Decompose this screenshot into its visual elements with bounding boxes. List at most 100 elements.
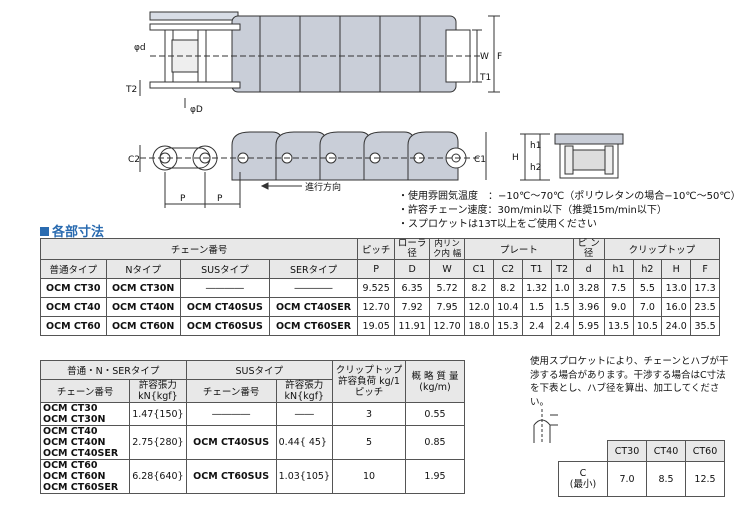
cell-ser: ―――― — [268, 278, 359, 298]
th-inner: 内リンク内 幅 — [429, 238, 466, 260]
th-clip: クリップトップ — [603, 238, 721, 260]
dim-F-label: F — [497, 52, 502, 62]
c-table-corner — [558, 440, 608, 462]
cell-val: 15.3 — [492, 316, 523, 336]
table-row: OCM CT60 OCM CT60N OCM CT60SER 6.28{640}… — [39, 459, 465, 494]
th-type-sus: SUSタイプ — [179, 259, 270, 279]
cell-val: 1.5 — [521, 297, 552, 317]
chain-name: OCM CT40SER — [43, 448, 119, 459]
dim-phi-d-label: φd — [134, 43, 146, 53]
dim-C1-label: C1 — [474, 155, 486, 165]
cell-load: 5 — [332, 425, 406, 460]
cell-val: 19.05 — [357, 316, 396, 336]
dim-h2-label: h2 — [530, 163, 541, 173]
chain-name: OCM CT60SER — [43, 482, 119, 493]
cell-c-ct40: 8.5 — [646, 461, 686, 497]
cell-mass: 0.55 — [405, 402, 465, 426]
cell-val: 9.0 — [603, 297, 634, 317]
cell-std: OCM CT40 — [40, 297, 107, 317]
cell-sus-tension: ―― — [275, 402, 334, 426]
spec-table: 普通・N・SERタイプ SUSタイプ クリップトップ許容負荷 kg/1ピッチ 概… — [39, 360, 465, 494]
th-sub-D: D — [394, 259, 431, 279]
th-group-normal: 普通・N・SERタイプ — [40, 360, 187, 380]
cell-n: OCM CT30N — [105, 278, 181, 298]
cell-val: 16.0 — [661, 297, 692, 317]
cell-sus: OCM CT60SUS — [179, 316, 270, 336]
cell-val: 10.5 — [632, 316, 663, 336]
th-sub-P: P — [357, 259, 396, 279]
cell-sus-name: OCM CT40SUS — [185, 425, 277, 460]
chain-name: OCM CT40N — [43, 437, 106, 448]
table-row: OCM CT30 OCM CT30N 1.47{150} ―――― ―― 3 0… — [39, 402, 465, 426]
th-sub-T1: T1 — [521, 259, 552, 279]
cell-val: 1.32 — [521, 278, 552, 298]
cell-sus-tension: 1.03{105} — [275, 459, 334, 494]
th-sub-h1: h1 — [603, 259, 634, 279]
c-row-label: C (最小) — [558, 461, 608, 497]
section-title-text: 各部寸法 — [52, 225, 105, 240]
chain-technical-drawing: φd φD W F T1 T2 C2 C1 H h1 h2 P P 進行方向 — [125, 11, 624, 208]
cell-ser: OCM CT60SER — [268, 316, 359, 336]
th-ct40: CT40 — [646, 440, 686, 462]
cell-val: 8.2 — [492, 278, 523, 298]
cell-val: 35.5 — [690, 316, 720, 336]
c-min-table: CT30 CT40 CT60 C (最小) 7.0 8.5 12.5 — [558, 440, 725, 497]
table-row: OCM CT40 OCM CT40N OCM CT40SER 2.75{280}… — [39, 425, 465, 460]
cell-load: 10 — [332, 459, 406, 494]
cell-tension: 6.28{640} — [129, 459, 187, 494]
cell-val: 7.95 — [429, 297, 466, 317]
th-sub-W: W — [429, 259, 466, 279]
cell-n: OCM CT60N — [105, 316, 181, 336]
cell-val: 3.96 — [572, 297, 605, 317]
cell-sus: ―――― — [179, 278, 270, 298]
section-title: 各部寸法 — [40, 221, 104, 240]
table-row: OCM CT40 OCM CT40N OCM CT40SUS OCM CT40S… — [40, 297, 720, 317]
cell-val: 7.92 — [394, 297, 431, 317]
th-sub-F: F — [690, 259, 720, 279]
dim-phi-D-label: φD — [190, 105, 203, 115]
cell-load: 3 — [332, 402, 406, 426]
dim-T1-label: T1 — [479, 73, 491, 83]
cell-c-ct30: 7.0 — [607, 461, 647, 497]
cell-val: 17.3 — [690, 278, 720, 298]
cell-val: 24.0 — [661, 316, 692, 336]
table-row: OCM CT30 OCM CT30N ―――― ―――― 9.525 6.35 … — [40, 278, 720, 298]
cell-val: 13.0 — [661, 278, 692, 298]
usage-notes: ・使用雰囲気温度 ：−10℃～70℃（ポリウレタンの場合−10℃～50℃） ・許… — [398, 190, 741, 232]
cell-ser: OCM CT40SER — [268, 297, 359, 317]
cell-val: 11.91 — [394, 316, 431, 336]
cell-tension: 2.75{280} — [129, 425, 187, 460]
chain-name: OCM CT30 — [43, 403, 98, 414]
cell-mass: 0.85 — [405, 425, 465, 460]
th-clip-load: クリップトップ許容負荷 kg/1ピッチ — [332, 360, 406, 403]
dim-W-label: W — [480, 52, 489, 62]
th-pin: ピ ン 径 — [572, 238, 605, 260]
cell-mass: 1.95 — [405, 459, 465, 494]
cell-val: 18.0 — [464, 316, 494, 336]
th-pitch: ピッチ — [357, 238, 396, 260]
cell-val: 10.4 — [492, 297, 523, 317]
cell-val: 23.5 — [690, 297, 720, 317]
hub-c-dimension-sketch — [533, 409, 558, 443]
direction-label: 進行方向 — [305, 181, 341, 193]
th-chain-no-1: チェーン番号 — [39, 379, 131, 403]
square-bullet-icon — [40, 227, 49, 236]
cell-val: 5.95 — [572, 316, 605, 336]
cell-sus-tension: 0.44{ 45} — [275, 425, 334, 460]
th-sub-C1: C1 — [464, 259, 494, 279]
th-sub-d: d — [572, 259, 605, 279]
th-ct30: CT30 — [607, 440, 647, 462]
note-sprocket: ・スプロケットは13T以上をご使用ください — [398, 219, 597, 230]
cell-c-ct60: 12.5 — [685, 461, 725, 497]
cell-val: 2.4 — [521, 316, 552, 336]
chain-name: OCM CT60 — [43, 460, 98, 471]
dim-h1-label: h1 — [530, 141, 541, 151]
th-roller: ローラ径 — [394, 238, 431, 260]
dim-P-label-2: P — [217, 194, 223, 204]
th-sub-H: H — [661, 259, 692, 279]
cell-val: 1.0 — [550, 278, 574, 298]
cell-std: OCM CT60 — [40, 316, 107, 336]
note-temperature: ・使用雰囲気温度 ：−10℃～70℃（ポリウレタンの場合−10℃～50℃） — [398, 191, 741, 202]
dim-H-label: H — [512, 153, 519, 163]
c-min-label: (最小) — [569, 479, 597, 490]
